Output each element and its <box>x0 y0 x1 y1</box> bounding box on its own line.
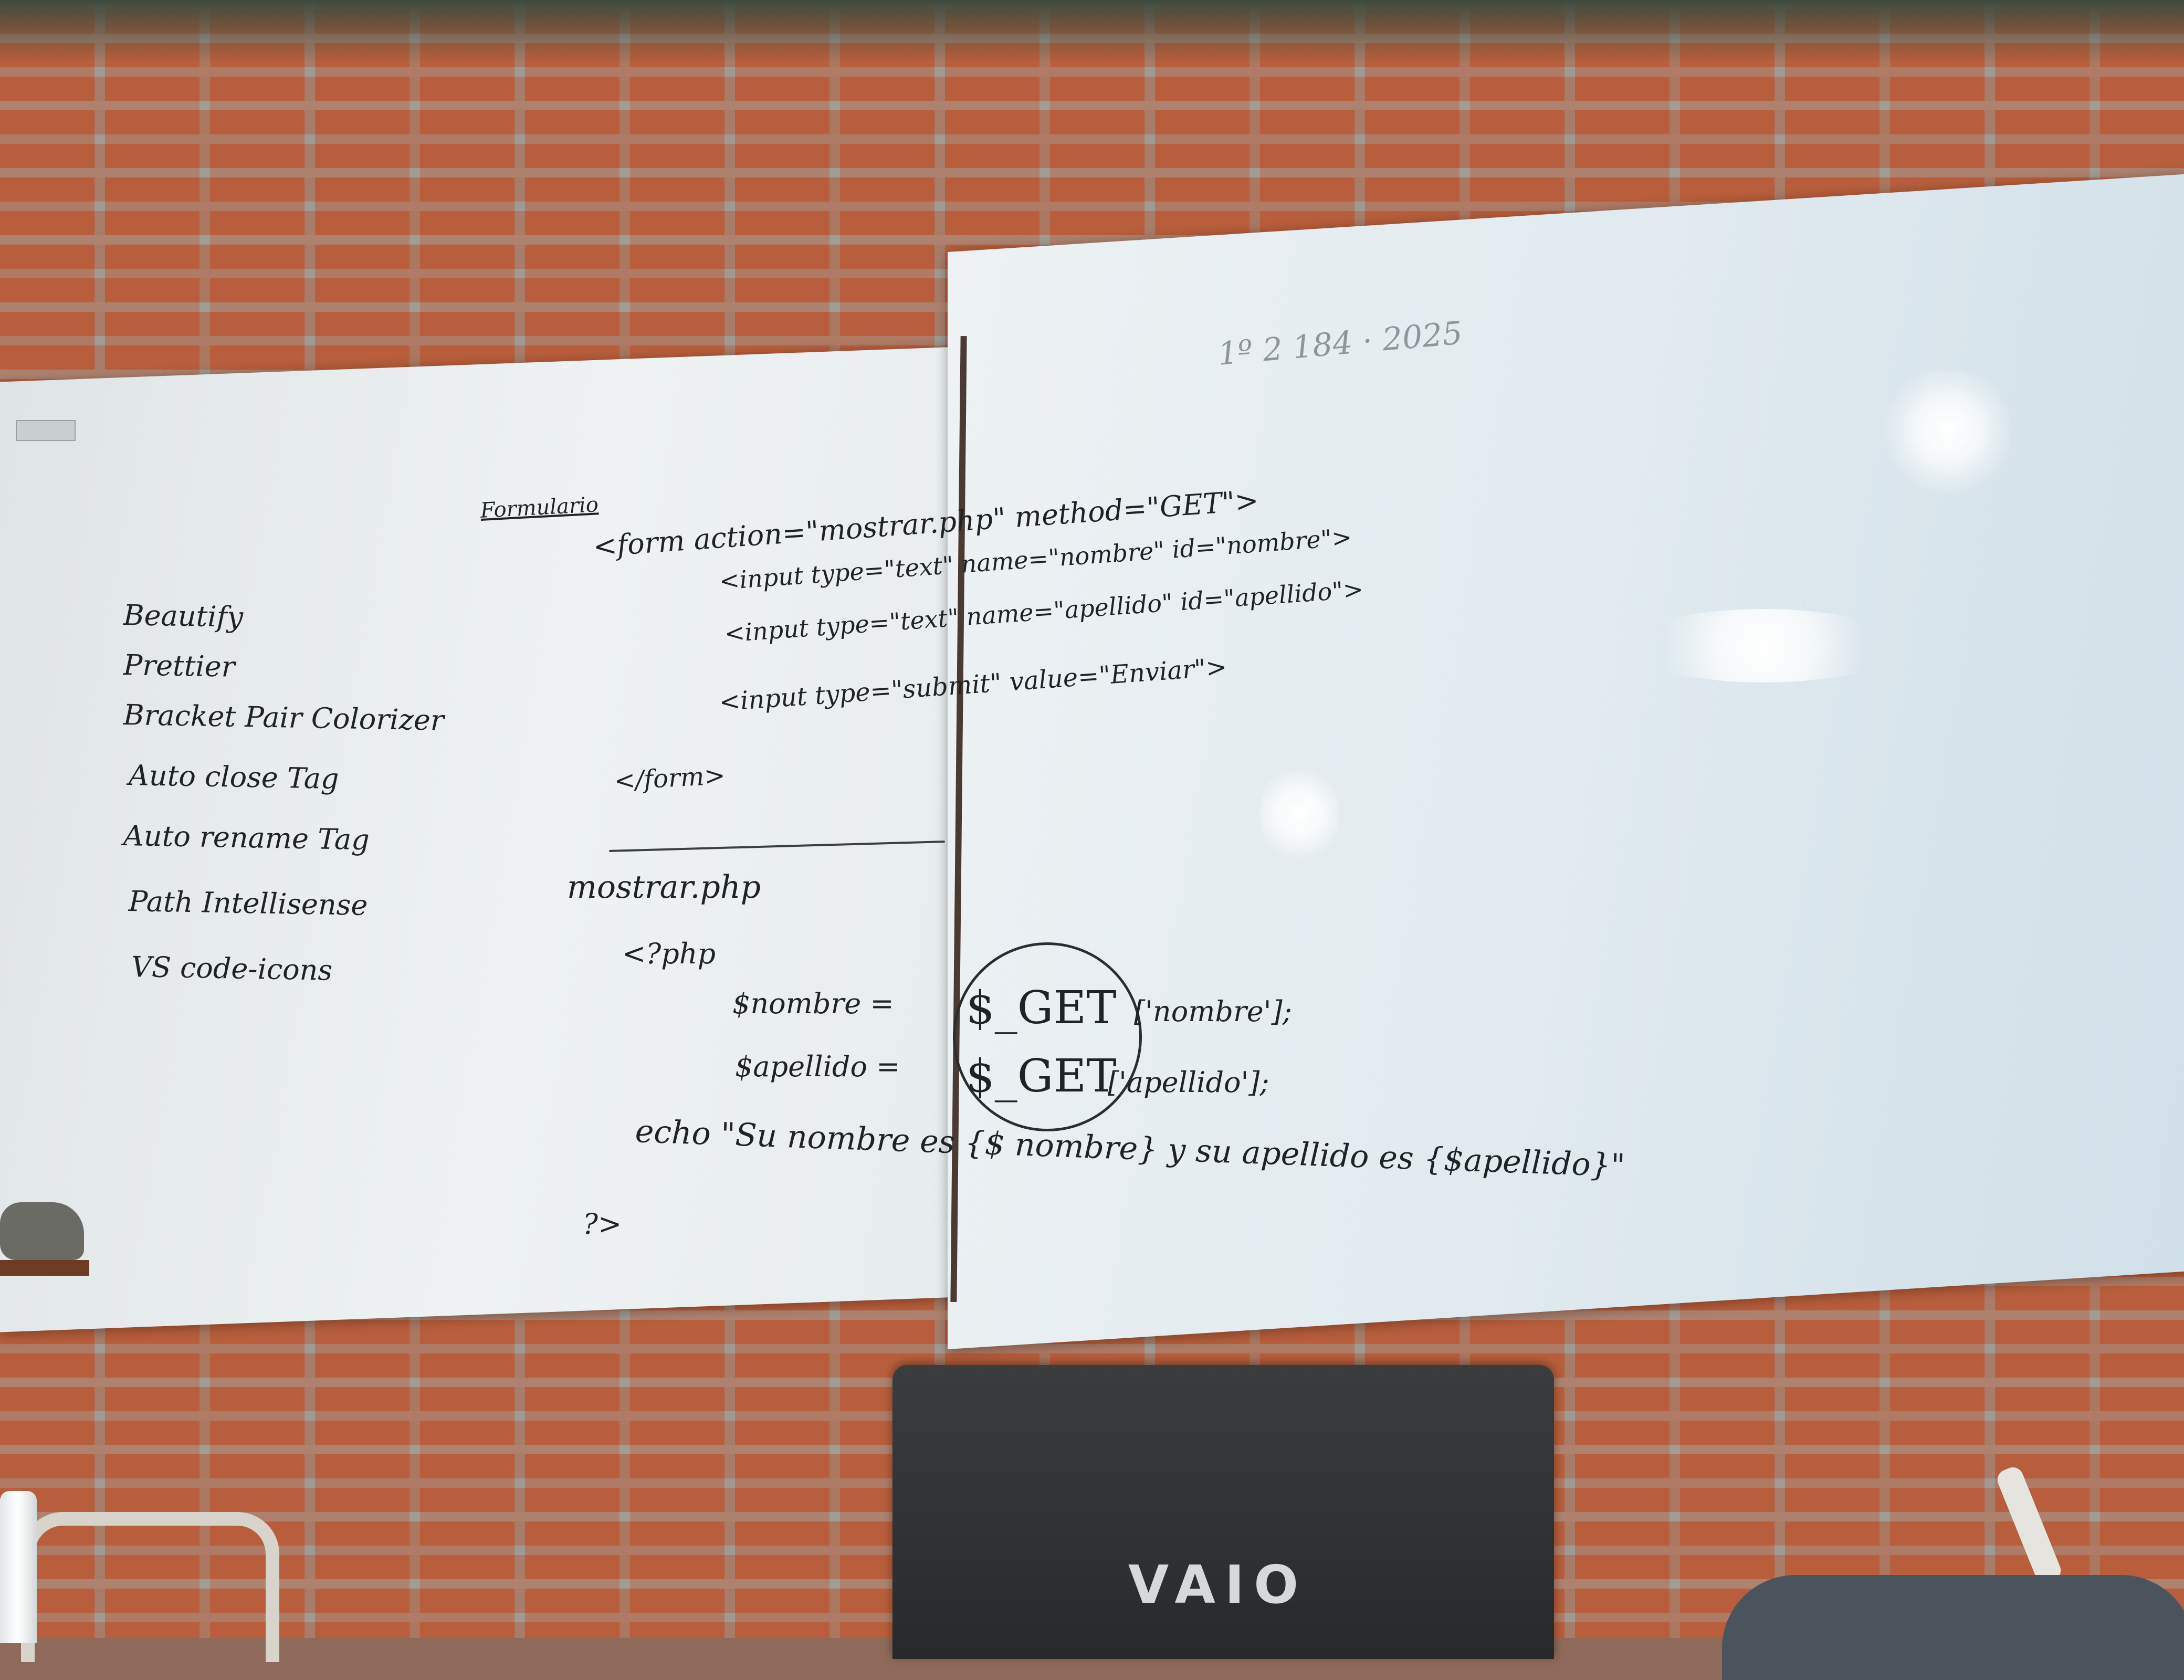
light-glare-mid <box>1260 761 1339 866</box>
light-glare-top <box>1880 368 2016 494</box>
php-var-apellido: $apellido = <box>735 1050 900 1083</box>
circle-highlight <box>953 942 1142 1131</box>
php-close-tag: ?> <box>583 1208 622 1241</box>
extension-item: Path Intellisense <box>128 885 368 922</box>
php-get-apellido: $_GET <box>966 1050 1117 1102</box>
php-key-apellido: ['apellido']; <box>1108 1066 1269 1099</box>
extension-item: Bracket Pair Colorizer <box>123 698 445 737</box>
water-bottle <box>0 1491 37 1643</box>
php-key-nombre: ['nombre']; <box>1134 995 1292 1028</box>
form-line: </form> <box>613 760 726 796</box>
chair-back <box>21 1512 279 1662</box>
ceiling-shadow <box>0 0 2184 63</box>
laptop-lid <box>892 1365 1554 1659</box>
light-glare-band <box>1628 609 1900 682</box>
extension-item: Auto close Tag <box>128 759 340 795</box>
php-filename: mostrar.php <box>567 869 761 906</box>
extension-item: Beautify <box>123 598 244 634</box>
php-get-nombre: $_GET <box>966 982 1117 1034</box>
extension-item: Auto rename Tag <box>123 819 370 857</box>
extension-item: Prettier <box>123 648 236 684</box>
extension-item: VS code-icons <box>131 950 333 987</box>
marker-shelf <box>0 1260 89 1276</box>
board-label-sticker <box>16 420 76 441</box>
eraser-cloth <box>0 1202 84 1260</box>
laptop-logo: VAIO <box>1128 1554 1308 1615</box>
person-shoulder <box>1722 1575 2184 1680</box>
php-var-nombre: $nombre = <box>732 987 894 1020</box>
php-open-tag: <?php <box>622 937 716 970</box>
